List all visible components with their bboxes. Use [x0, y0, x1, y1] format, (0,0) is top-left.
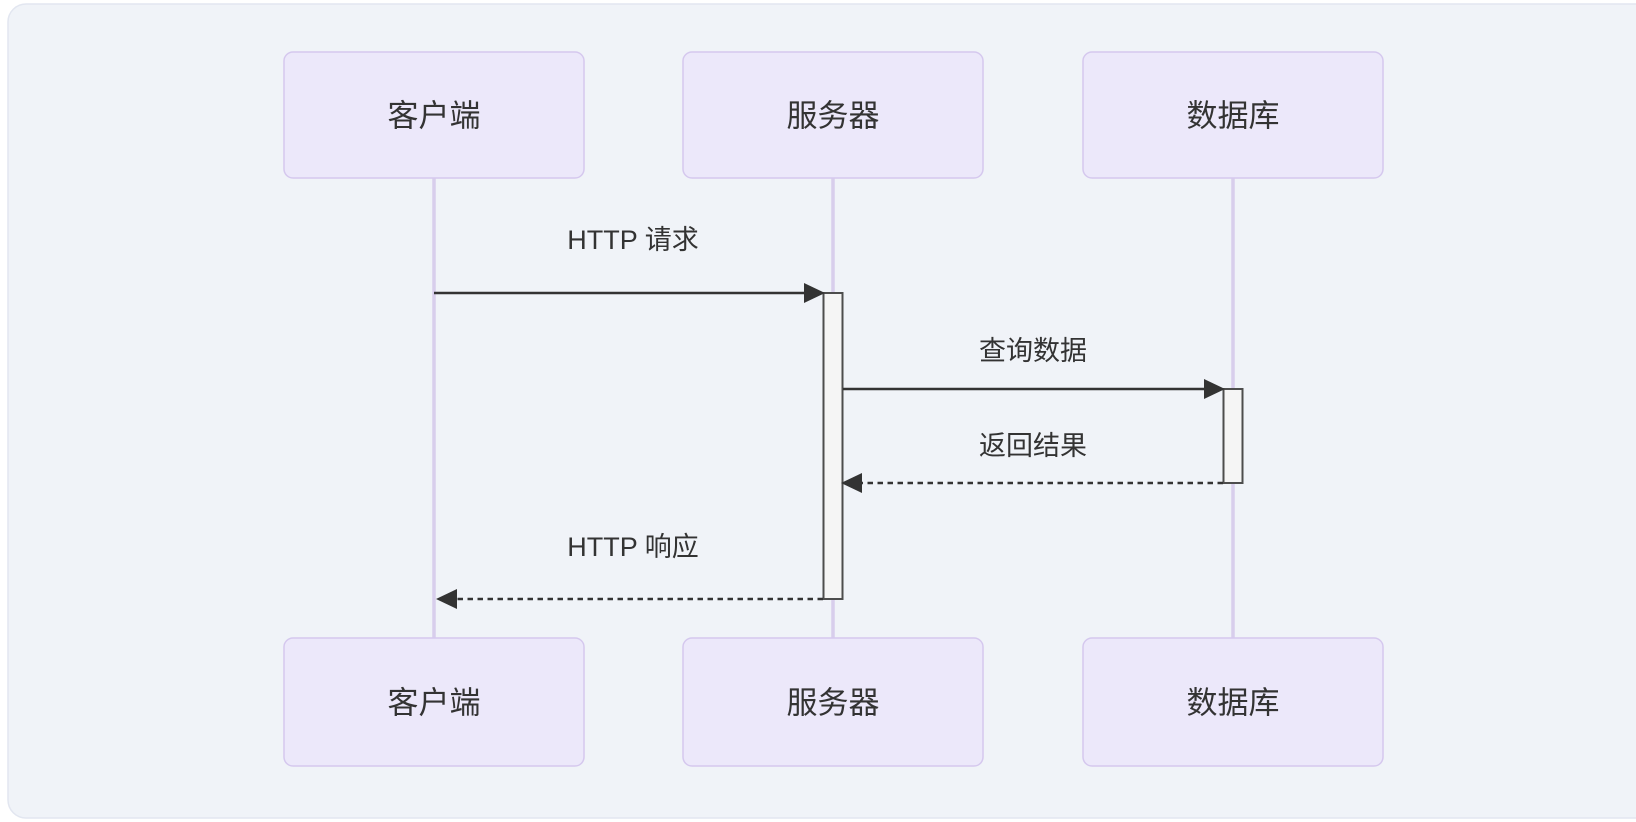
message-return-result: 返回结果	[841, 431, 1223, 493]
diagram-panel	[7, 3, 1636, 819]
arrowhead-left-icon	[436, 589, 457, 609]
actor-box	[1082, 51, 1384, 179]
activation-bar-database	[1222, 388, 1244, 484]
actor-box	[283, 51, 585, 179]
message-label: 返回结果	[979, 431, 1087, 461]
actor-label-server: 服务器	[787, 686, 880, 721]
message-label: HTTP 响应	[567, 532, 699, 562]
actor-label-database: 数据库	[1187, 99, 1280, 134]
arrowhead-right-icon	[804, 283, 825, 303]
actor-label-client: 客户端	[388, 99, 481, 134]
actor-label-server: 服务器	[787, 99, 880, 134]
actor-box	[682, 51, 984, 179]
actor-top-client: 客户端	[283, 51, 585, 179]
activation-bar-server	[822, 292, 844, 600]
message-query-data: 查询数据	[843, 336, 1225, 399]
actor-box	[1082, 637, 1384, 767]
arrowhead-left-icon	[841, 473, 862, 493]
message-http-response: HTTP 响应	[436, 532, 823, 609]
actor-label-client: 客户端	[388, 686, 481, 721]
message-http-request: HTTP 请求	[434, 225, 825, 303]
actor-bottom-database: 数据库	[1082, 637, 1384, 767]
actor-box	[682, 637, 984, 767]
actor-box	[283, 637, 585, 767]
actor-bottom-server: 服务器	[682, 637, 984, 767]
message-label: HTTP 请求	[567, 225, 699, 255]
actor-label-database: 数据库	[1187, 686, 1280, 721]
message-label: 查询数据	[979, 336, 1087, 366]
actor-top-server: 服务器	[682, 51, 984, 179]
actor-top-database: 数据库	[1082, 51, 1384, 179]
arrowhead-right-icon	[1204, 379, 1225, 399]
actor-bottom-client: 客户端	[283, 637, 585, 767]
